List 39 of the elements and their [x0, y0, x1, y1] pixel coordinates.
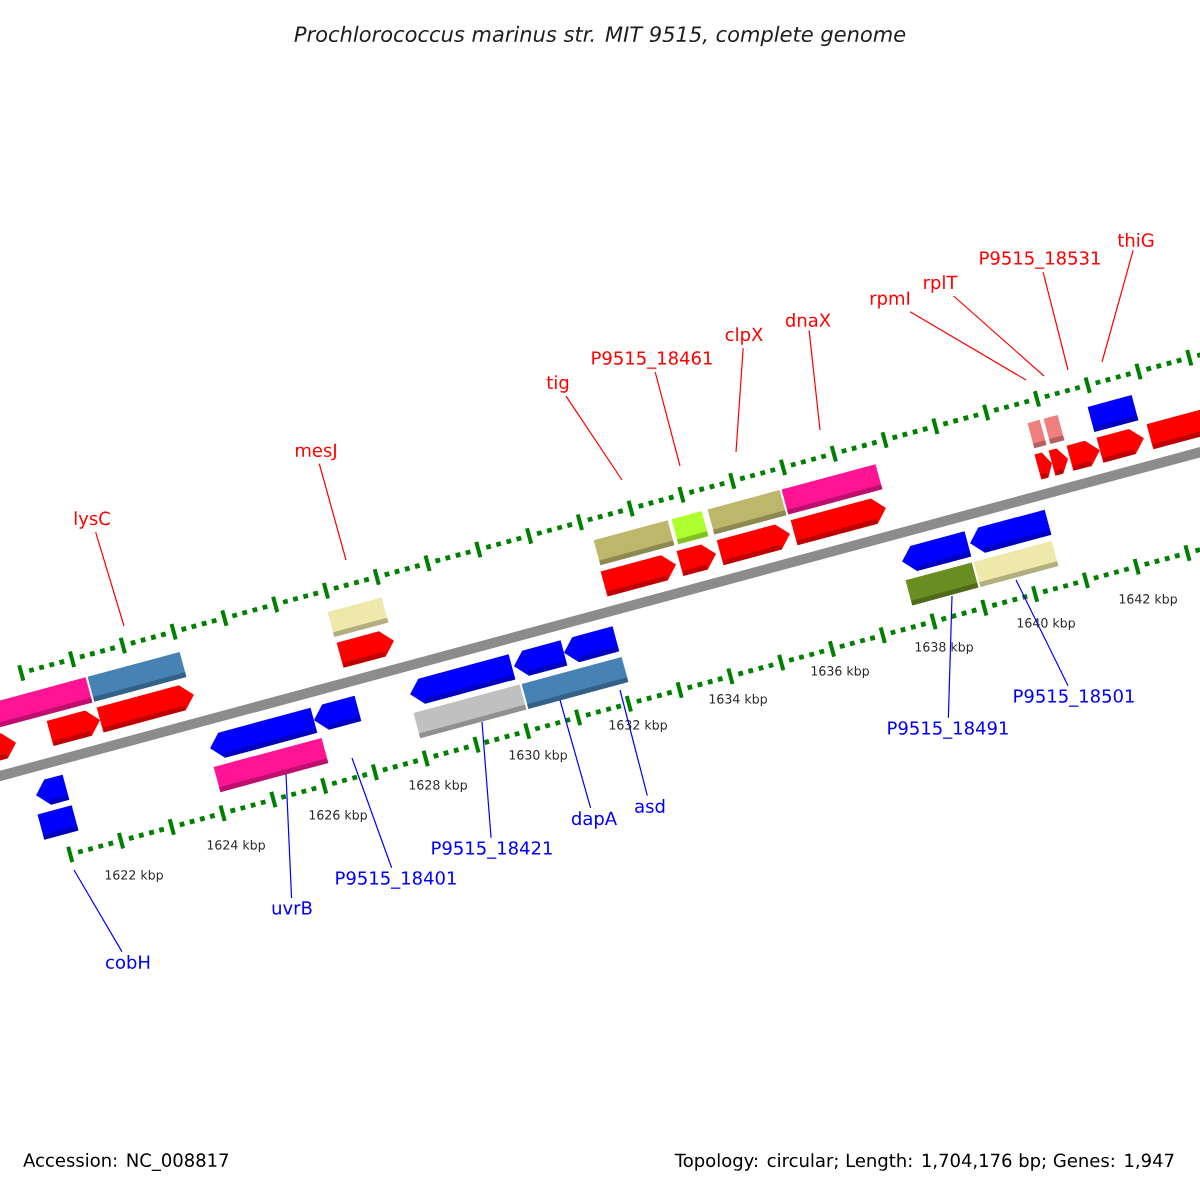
- gene-label: rplT: [924, 275, 958, 293]
- gene-label: P9515_18531: [980, 251, 1100, 269]
- gene-label: P9515_18491: [888, 721, 1008, 739]
- leader-line: [481, 721, 492, 839]
- leader-line: [1101, 249, 1134, 363]
- gene-label: P9515_18501: [1014, 689, 1134, 707]
- leader-line: [351, 757, 393, 869]
- leader-line: [73, 869, 123, 953]
- gene-label: dapA: [571, 811, 617, 829]
- leader-line: [565, 395, 623, 481]
- leader-line: [285, 773, 293, 899]
- leader-line: [808, 329, 821, 431]
- gene-label: uvrB: [272, 901, 312, 915]
- leader-line: [947, 595, 953, 719]
- gene-label: asd: [635, 799, 665, 813]
- leader-line: [1015, 579, 1069, 687]
- footer-text: Accession: NC_008817: [23, 1153, 228, 1171]
- leader-line: [318, 463, 347, 561]
- gene-label: rpmI: [870, 291, 910, 309]
- footer-text: Topology: circular; Length: 1,704,176 bp; Genes: 1,947: [674, 1153, 1174, 1171]
- title: Prochlorococcus marinus str. MIT 9515, complete genome: [294, 25, 906, 47]
- gene-label: clpX: [725, 327, 763, 345]
- gene-label: P9515_18421: [432, 841, 552, 859]
- gene-label: tig: [546, 375, 569, 393]
- leader-line: [654, 371, 681, 467]
- gene-label: cobH: [106, 955, 150, 969]
- gene-label: lysC: [74, 511, 110, 529]
- leader-line: [559, 699, 592, 809]
- leader-line: [95, 531, 125, 627]
- gene-label: thiG: [1117, 233, 1154, 247]
- gene-label: mesJ: [296, 443, 336, 461]
- leader-line: [1042, 271, 1069, 371]
- leader-line: [953, 295, 1045, 377]
- gene-label: P9515_18401: [336, 871, 456, 889]
- leader-line: [735, 347, 744, 453]
- leader-line: [909, 311, 1027, 381]
- leader-line: [619, 689, 648, 797]
- gene-label: P9515_18461: [592, 351, 712, 369]
- gene-label: dnaX: [785, 313, 831, 327]
